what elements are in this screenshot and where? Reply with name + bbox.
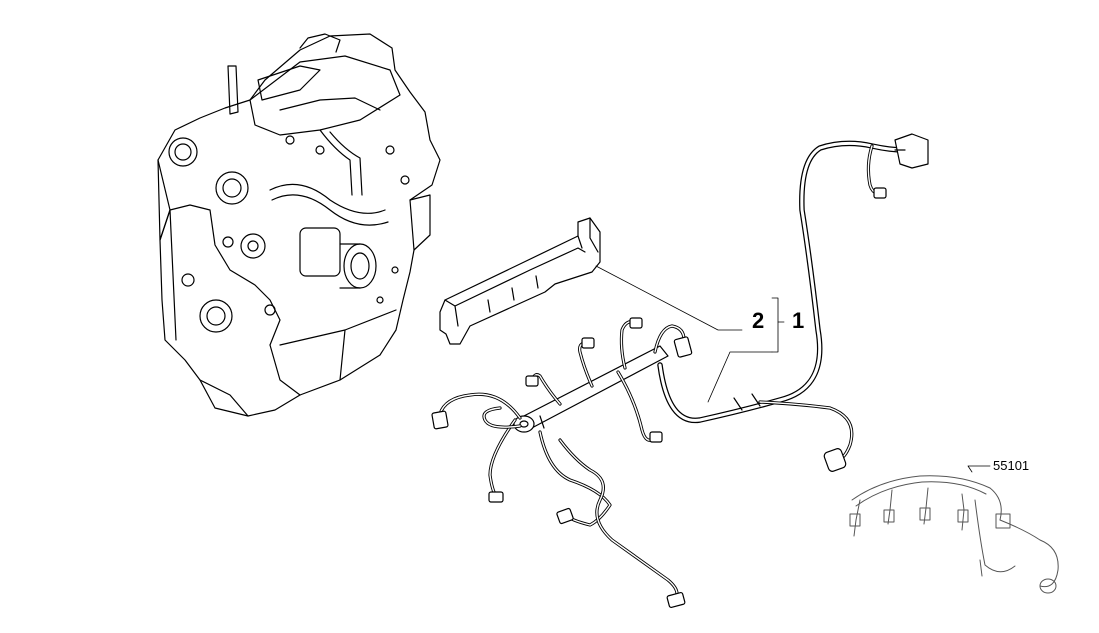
- wiring-harness-part: [431, 133, 929, 609]
- callout-item-2: 2: [752, 308, 764, 333]
- reference-number-label: 55101: [993, 458, 1029, 473]
- reference-harness-thumbnail: [849, 475, 1059, 594]
- callout-item-1: 1: [792, 308, 804, 333]
- callout-leaders: [595, 265, 991, 473]
- engine-block-illustration: [157, 33, 441, 417]
- rail-cover-part: [439, 217, 601, 345]
